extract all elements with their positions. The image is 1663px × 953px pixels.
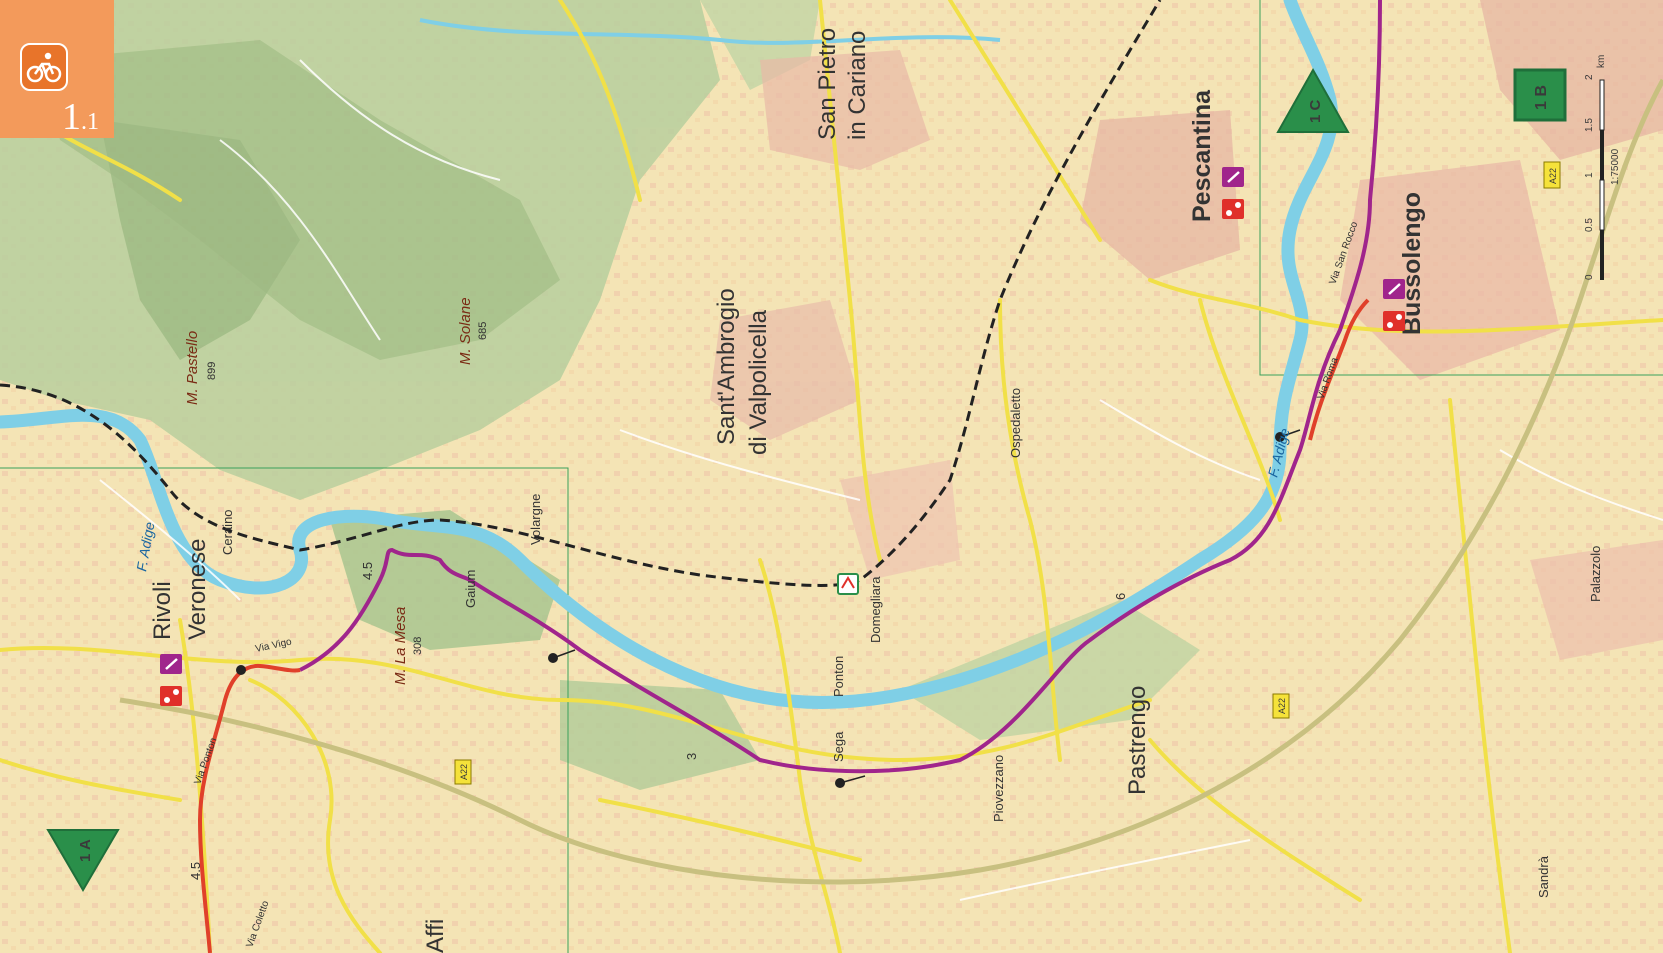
scale-bar: 0 0.5 1 1.5 2 1:75000 km (1584, 55, 1621, 280)
mountain-solane-elev: 685 (477, 322, 489, 340)
locality-volargne: Volargne (528, 494, 543, 545)
svg-text:A22: A22 (1277, 698, 1287, 714)
town-affi: Affi (422, 919, 449, 953)
river-north-stream (419, 18, 1001, 45)
scale-tick: 0.5 (1584, 218, 1595, 232)
map-number-major: 1 (62, 96, 81, 138)
urban-areas (710, 0, 1663, 660)
map-number: 1.1 (62, 98, 99, 136)
mountain-lamesa-elev: 308 (412, 637, 424, 655)
town-pastrengo: Pastrengo (1124, 686, 1151, 795)
wrench-icon[interactable] (160, 654, 182, 674)
locality-domegliara: Domegliara (868, 576, 883, 643)
locality-ceraino: Ceraino (220, 509, 235, 555)
distance-label: 3 (684, 753, 699, 760)
wrench-icon[interactable] (1222, 167, 1244, 187)
bike-repair-icon[interactable] (1222, 199, 1244, 219)
scale-unit: km (1596, 55, 1607, 68)
locality-sandra: Sandrà (1536, 855, 1551, 898)
a22-shield: A22 (1543, 161, 1561, 189)
mountain-pastello-name: M. Pastello (184, 331, 201, 405)
bike-repair-icon[interactable] (1383, 311, 1405, 331)
locality-sega: Sega (831, 731, 846, 762)
motorway-a22 (119, 78, 1663, 885)
route-main (299, 0, 1382, 774)
adjacent-map-1b[interactable]: 1 B (1513, 68, 1567, 122)
svg-text:1 B: 1 B (1533, 85, 1550, 110)
scale-tick: 0 (1584, 274, 1595, 280)
distance-label: 6 (1113, 593, 1128, 600)
adjacent-map-1c[interactable]: 1 C (1276, 67, 1350, 133)
town-in-cariano: in Cariano (844, 31, 871, 140)
svg-text:1 C: 1 C (1307, 99, 1324, 123)
map-number-minor: .1 (81, 109, 99, 135)
locality-ospedaletto: Ospedaletto (1008, 388, 1023, 458)
scale-tick: 1 (1584, 172, 1595, 178)
river-adige (0, 0, 1338, 709)
route-alt-north (1308, 298, 1370, 441)
a22-shield: A22 (454, 759, 472, 785)
minor-roads (99, 59, 1663, 901)
town-sant-ambrogio: Sant'Ambrogio (713, 288, 740, 445)
mountain-solane-name: M. Solane (457, 297, 474, 365)
train-station-icon[interactable] (837, 573, 859, 595)
mountain-pastello-elev: 899 (206, 362, 218, 380)
distance-label: 4.5 (188, 862, 203, 880)
mountain-lamesa-name: M. La Mesa (392, 607, 409, 685)
cyclist-icon (20, 43, 68, 91)
locality-palazzolo: Palazzolo (1588, 546, 1603, 602)
svg-text:A22: A22 (1548, 168, 1558, 184)
scale-tick: 1.5 (1584, 118, 1595, 132)
wrench-icon[interactable] (1383, 279, 1405, 299)
map-number-badge: 1.1 (0, 0, 114, 138)
svg-text:1 A: 1 A (77, 839, 94, 862)
locality-gaium: Gaium (463, 570, 478, 608)
locality-piovezzano: Piovezzano (991, 755, 1006, 822)
town-veronese: Veronese (184, 539, 211, 640)
a22-shield: A22 (1272, 693, 1290, 719)
town-rivoli: Rivoli (149, 581, 176, 640)
town-pescantina: Pescantina (1188, 89, 1216, 222)
town-di-valpolicella: di Valpolicella (745, 309, 772, 455)
bike-repair-icon[interactable] (160, 686, 182, 706)
svg-text:A22: A22 (459, 764, 469, 780)
distance-label: 4.5 (360, 562, 375, 580)
locality-ponton: Ponton (831, 656, 846, 697)
scale-tick: 2 (1584, 74, 1595, 80)
town-san-pietro: San Pietro (814, 28, 841, 140)
scale-ratio: 1:75000 (1610, 148, 1621, 185)
adjacent-map-1a[interactable]: 1 A (46, 829, 120, 892)
route-alt (197, 663, 301, 953)
